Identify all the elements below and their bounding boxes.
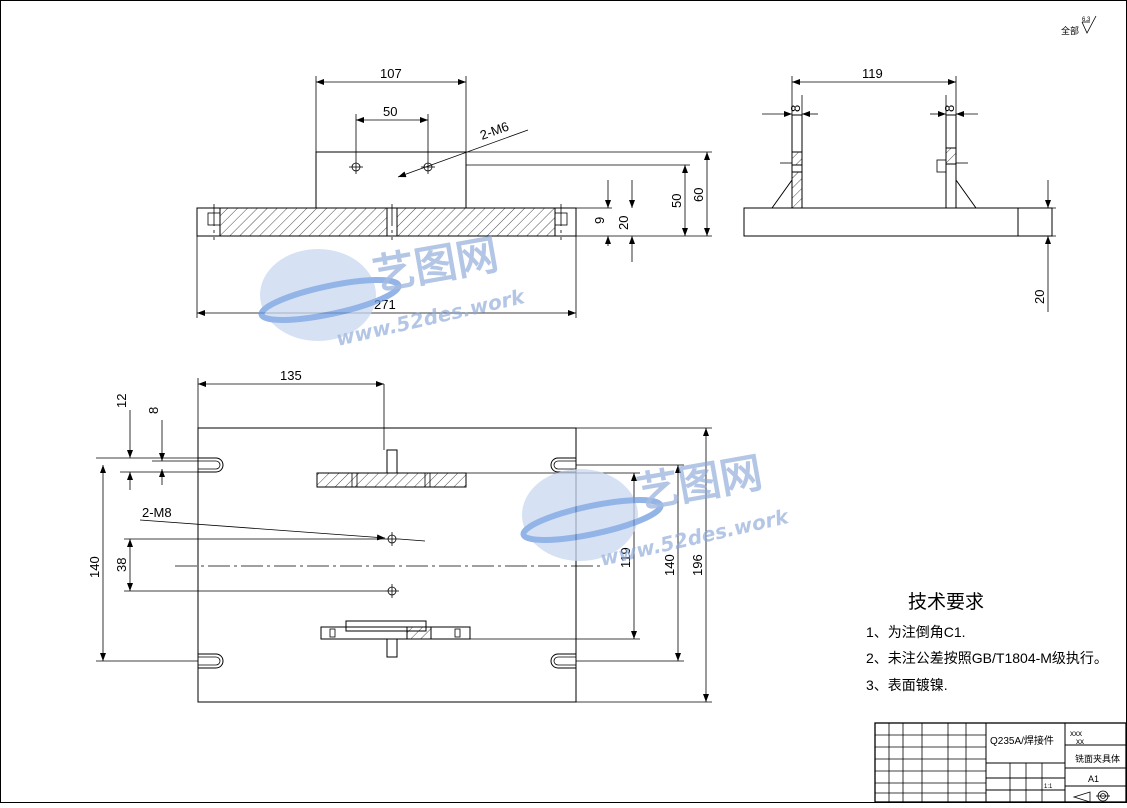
top-web-upper <box>316 472 467 488</box>
subcompany-name: xx <box>1076 737 1084 746</box>
dim-135: 135 <box>280 368 302 383</box>
dim-196: 196 <box>690 554 705 576</box>
roughness-symbol: 全部 6.3 <box>1061 15 1097 36</box>
top-base-plate <box>197 427 577 703</box>
dim-12: 12 <box>114 394 129 408</box>
dim-119-top: 119 <box>618 547 633 568</box>
u-slot-top-left <box>198 457 224 473</box>
u-slot-bottom-left <box>198 653 224 669</box>
dim-119-side: 119 <box>862 66 883 81</box>
part-name: 铣面夹具体 <box>1075 753 1120 764</box>
sheet-size: A1 <box>1088 774 1099 784</box>
material-label: Q235A/焊接件 <box>990 734 1054 747</box>
company-name: xxx <box>1070 729 1082 738</box>
dim-8-left: 8 <box>788 105 803 112</box>
dim-9: 9 <box>592 217 607 224</box>
front-view: 107 50 2-M6 271 9 20 50 60 <box>196 66 712 318</box>
side-view: 119 8 8 20 <box>743 66 1056 312</box>
side-base-plate <box>743 207 1019 237</box>
requirement-2: 2、未注公差按照GB/T1804-M级执行。 <box>866 650 1108 666</box>
dim-38: 38 <box>114 558 129 572</box>
requirements-title: 技术要求 <box>908 591 984 613</box>
dim-140-right: 140 <box>662 554 677 576</box>
scale: 1:1 <box>1044 784 1053 790</box>
dim-50: 50 <box>383 104 397 119</box>
u-slot-bottom-right <box>550 653 576 669</box>
dim-8-right: 8 <box>942 105 957 112</box>
technical-requirements: 技术要求 1、为注倒角C1. 2、未注公差按照GB/T1804-M级执行。 3、… <box>866 591 1108 693</box>
thread-label-m8: 2-M8 <box>142 505 172 520</box>
dim-60: 60 <box>691 188 706 202</box>
top-web-lower <box>320 626 471 640</box>
requirement-1: 1、为注倒角C1. <box>866 624 966 640</box>
dim-8-slot: 8 <box>146 407 161 414</box>
watermark-brand: 艺图网 <box>369 230 502 300</box>
dim-107: 107 <box>380 66 402 81</box>
thread-label-m6: 2-M6 <box>478 119 511 143</box>
watermark-lower: 艺图网 www.52des.work <box>520 448 792 571</box>
front-section-left <box>219 207 388 237</box>
title-block: Q235A/焊接件 xxx xx 铣面夹具体 A1 1:1 <box>874 722 1127 803</box>
dim-140-left: 140 <box>87 556 102 578</box>
roughness-note: 全部 <box>1061 25 1079 36</box>
u-slot-top-right <box>550 457 576 473</box>
requirement-3: 3、表面镀镍. <box>866 677 948 693</box>
dim-20: 20 <box>616 216 631 230</box>
dim-20-side: 20 <box>1032 290 1047 304</box>
projection-symbol-icon <box>1072 790 1110 803</box>
roughness-value: 6.3 <box>1082 17 1091 23</box>
watermark-brand-2: 艺图网 <box>633 448 766 518</box>
dim-50-vertical: 50 <box>669 194 684 208</box>
watermark-upper: 艺图网 www.52des.work <box>258 230 528 351</box>
